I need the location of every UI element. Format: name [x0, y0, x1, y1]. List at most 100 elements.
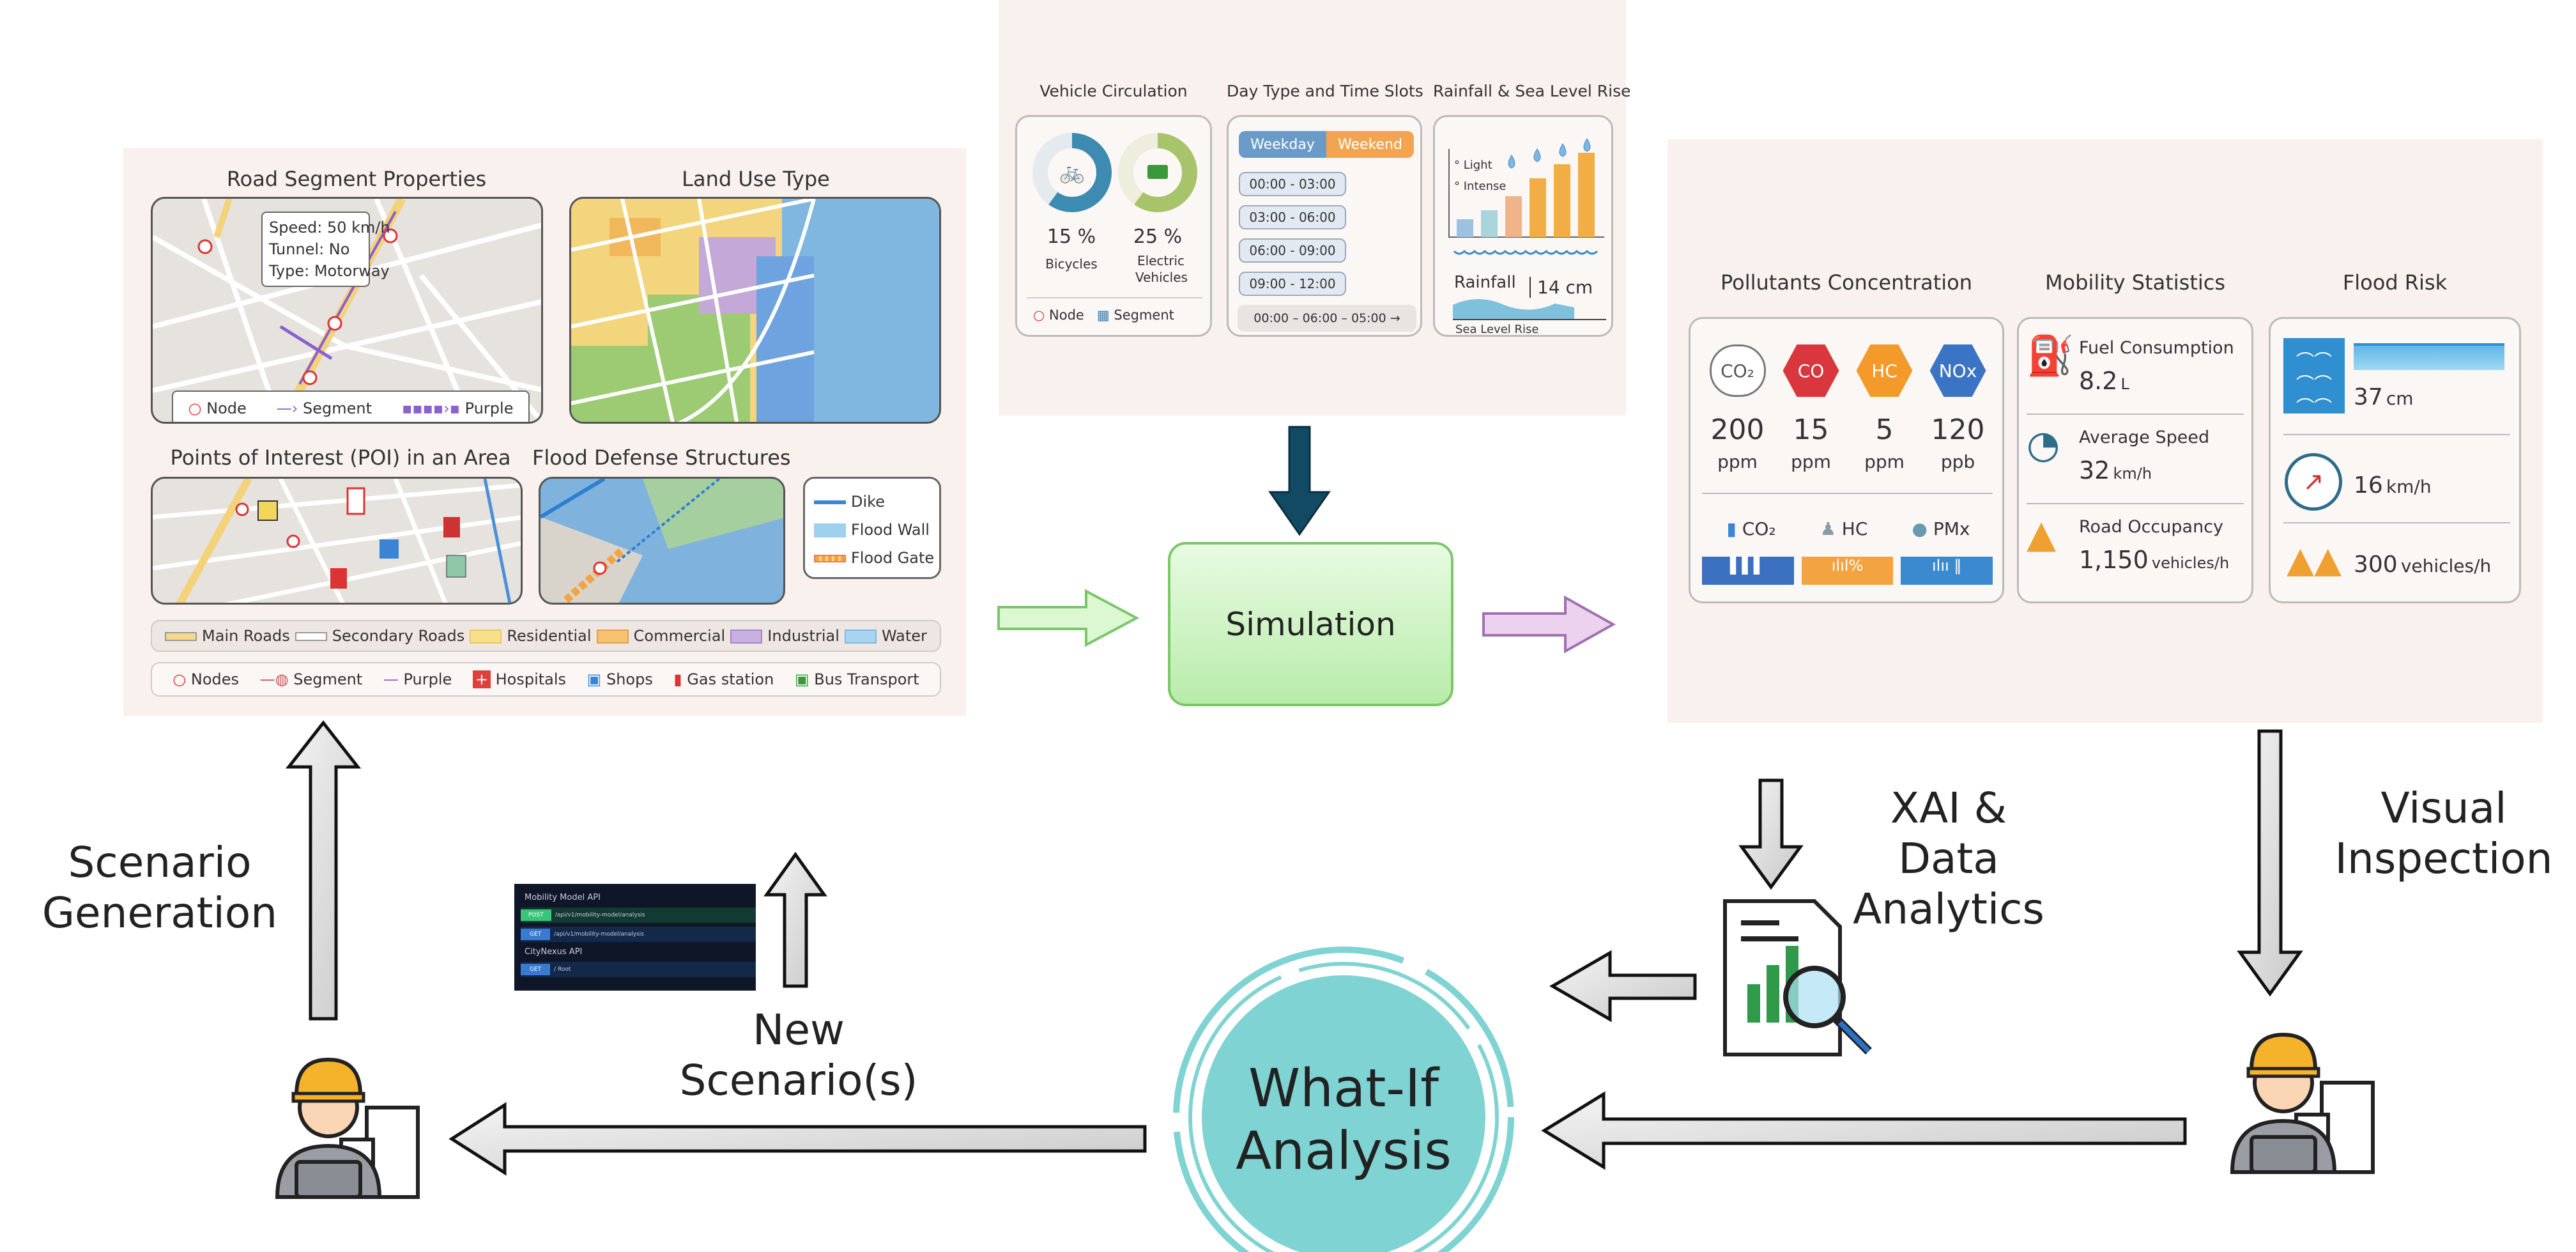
rainfall-label: Rainfall — [1454, 273, 1516, 292]
arrow-right-to-results — [1482, 595, 1616, 654]
what-if-label[interactable]: What-If Analysis — [1236, 1058, 1452, 1182]
pollutant-badge-icon: CO — [1782, 344, 1839, 397]
time-slot-4[interactable]: 09:00 - 12:00 — [1239, 272, 1346, 296]
water-level-icon — [2354, 343, 2504, 370]
api-row-post[interactable]: POST/api/v1/mobility-model/analysis — [521, 908, 756, 923]
xai-label: XAI & Data Analytics — [1853, 784, 2044, 934]
day-type-card: Weekday Weekend 00:00 - 03:00 03:00 - 06… — [1227, 115, 1422, 337]
arrow-left-to-engineer — [448, 1102, 1147, 1176]
engineer-icon-left — [275, 1057, 420, 1199]
pollutant-item: CO 15 ppm — [1779, 344, 1843, 472]
wave-icon — [1453, 249, 1598, 255]
legend-co2: ▮ CO₂ — [1726, 518, 1776, 539]
poi-bag-icon — [443, 517, 460, 537]
poi-legend: ○ Nodes —◍ Segment — Purple + Hospitals … — [151, 662, 941, 697]
rain-bar — [1457, 219, 1473, 237]
mobility-item: ⛽ Fuel Consumption 8.2 L — [2027, 333, 2244, 415]
api-row-get[interactable]: GET/api/v1/mobility-model/analysis — [521, 927, 756, 942]
ev-percent: 25 % — [1133, 226, 1183, 248]
rain-bar — [1554, 164, 1570, 237]
legend-main-roads: Main Roads — [165, 627, 290, 645]
rain-bar — [1529, 178, 1546, 237]
legend-purple: ▪▪▪▪›▪ Purple — [402, 399, 514, 417]
mobility-item: ▲ Road Occupancy 1,150 vehicles/h — [2027, 512, 2244, 594]
pollutant-unit: ppb — [1940, 451, 1975, 472]
flood-water-icon: ︵︵︵︵︵︵ — [2283, 338, 2345, 413]
legend-water: Water — [844, 627, 927, 645]
legend-segment: —› Segment — [276, 399, 372, 417]
pollutant-item: NOx 120 ppb — [1926, 344, 1990, 472]
laptop-icon — [295, 1160, 362, 1199]
shop-bag-icon: ▣ — [586, 670, 602, 688]
pollutant-value: 5 — [1875, 413, 1894, 446]
rainfall-value: 14 cm — [1529, 277, 1593, 298]
simulation-parameters-panel: Vehicle Circulation Day Type and Time Sl… — [999, 0, 1631, 415]
pollutant-legend: ▮ CO₂ ♟ HC ● PMx — [1705, 518, 1992, 539]
api-row-root[interactable]: GET/ Root — [521, 962, 756, 977]
legend-hospitals: + Hospitals — [472, 670, 566, 688]
legend-industrial: Industrial — [730, 627, 839, 645]
poi-bus-icon — [446, 555, 466, 578]
dike-swatch — [814, 500, 846, 504]
bicycles-percent: 15 % — [1046, 226, 1096, 248]
poi-title: Points of Interest (POI) in an Area — [170, 445, 511, 470]
new-scenarios-label: New Scenario(s) — [679, 1005, 918, 1106]
hc-bar-chart: ılıl% — [1801, 557, 1894, 585]
sea-level-label: Sea Level Rise — [1455, 323, 1539, 336]
sea-level-graphic — [1453, 299, 1606, 320]
mobility-title: Mobility Statistics — [2044, 270, 2226, 295]
legend-gas-station: ▮ Gas station — [673, 670, 774, 688]
bicycle-donut — [1032, 133, 1112, 212]
legend-pmx: ● PMx — [1912, 518, 1970, 539]
arrow-down-to-simulation — [1268, 426, 1331, 536]
land-use-title: Land Use Type — [682, 167, 830, 191]
pollutant-value: 200 — [1710, 413, 1765, 446]
api-section-title-2: CityNexus API — [525, 947, 583, 957]
time-slot-1[interactable]: 00:00 - 03:00 — [1239, 172, 1346, 196]
road-segment-map: Speed: 50 km/h Tunnel: No Type: Motorway… — [151, 197, 543, 424]
traffic-cones-icon: ▲▲ — [2287, 539, 2342, 581]
arrow-right-to-simulation — [997, 589, 1140, 647]
time-range[interactable]: 00:00 – 06:00 – 05:00 → — [1238, 305, 1416, 332]
speedometer-icon: ↗ — [2285, 453, 2342, 511]
mobility-label: Fuel Consumption — [2079, 338, 2234, 358]
traffic-cones-icon: ▲ — [2027, 512, 2057, 557]
mobility-unit: vehicles/h — [2151, 554, 2230, 572]
time-slot-3[interactable]: 06:00 - 09:00 — [1239, 238, 1346, 263]
vehicle-circulation-card: 🚲 15 % 25 % Bicycles Electric Vehicles ○… — [1015, 115, 1212, 337]
tab-weekend[interactable]: Weekend — [1326, 131, 1414, 158]
vehicle-circulation-title: Vehicle Circulation — [1039, 82, 1188, 100]
person-icon: ♟ — [1820, 518, 1836, 539]
flood-risk-card: ︵︵︵︵︵︵ 37 cm ↗ 16 km/h ▲▲ 300 vehicles/h — [2269, 317, 2521, 603]
fuel-pump-icon: ⛽ — [2027, 334, 2074, 378]
pollutant-unit: ppm — [1791, 451, 1831, 472]
legend-nodes: ○ Nodes — [172, 670, 240, 688]
building-icon — [2320, 1081, 2375, 1174]
segment-tooltip: Speed: 50 km/h Tunnel: No Type: Motorway — [261, 212, 390, 287]
pollutant-value: 120 — [1931, 413, 1985, 446]
flood-map-graphic — [540, 479, 783, 603]
api-panel: Mobility Model API POST/api/v1/mobility-… — [514, 884, 756, 991]
engineer-icon-right — [2230, 1032, 2375, 1174]
tab-weekday[interactable]: Weekday — [1239, 131, 1326, 158]
simulation-node[interactable]: Simulation — [1168, 542, 1453, 706]
legend-segment-2: —◍ Segment — [259, 670, 363, 688]
poi-school-icon — [257, 500, 278, 521]
legend-dike: Dike — [814, 488, 930, 516]
particles-icon: ● — [1912, 518, 1928, 539]
legend-hc: ♟ HC — [1820, 518, 1868, 539]
dashed-arrow-icon: ▪▪▪▪›▪ — [402, 399, 461, 417]
time-slot-2[interactable]: 03:00 - 06:00 — [1239, 205, 1346, 229]
tooltip-tunnel: Tunnel: No — [269, 240, 350, 258]
rain-legend-light: ° Light — [1454, 158, 1492, 172]
speedometer-icon: ◔ — [2027, 422, 2060, 467]
day-type-title: Day Type and Time Slots — [1227, 82, 1423, 100]
scenario-generation-label: Scenario Generation — [42, 838, 278, 938]
land-use-legend: Main Roads Secondary Roads Residential C… — [151, 620, 941, 652]
arrow-up-new-scenario — [763, 851, 827, 988]
arrow-down-visual-inspection — [2237, 729, 2303, 997]
node-icon: ○ — [188, 399, 202, 417]
